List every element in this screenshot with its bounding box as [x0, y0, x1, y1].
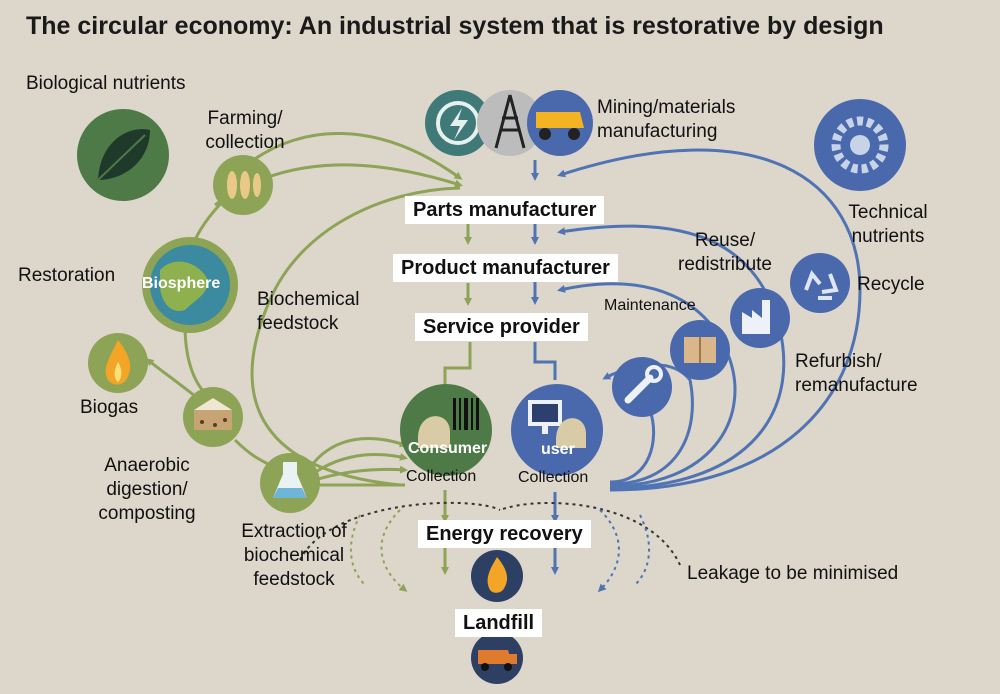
anaerobic-line2: digestion/: [106, 479, 188, 500]
mining-truck-icon: [527, 90, 593, 156]
biochemical-feedstock-line2: feedstock: [257, 313, 339, 334]
gear-icon: [814, 99, 906, 191]
product-manufacturer-box: Product manufacturer: [393, 254, 618, 282]
biochemical-feedstock-label: Biochemical feedstock: [257, 288, 359, 336]
leakage-arcs: [299, 501, 681, 593]
biological-heading: Biological nutrients: [26, 73, 186, 94]
reuse-line2: redistribute: [678, 254, 772, 275]
anaerobic-line3: composting: [98, 503, 196, 524]
technical-heading: Technical nutrients: [828, 201, 948, 249]
wrench-icon: [612, 357, 672, 417]
oil-derrick-icon: [477, 90, 543, 156]
boxes-icon: [670, 320, 730, 380]
grain-fish-icon: [213, 155, 273, 215]
user-label: user: [541, 441, 575, 458]
refurbish-line2: remanufacture: [795, 375, 918, 396]
compost-icon: [183, 387, 243, 447]
leaf-icon: [77, 109, 169, 201]
recycle-icon: [790, 253, 850, 313]
energy-recovery-box: Energy recovery: [418, 520, 591, 548]
globe-icon: [142, 237, 238, 333]
barcode-icon: [453, 398, 479, 430]
farming-label-line1: Farming/: [207, 108, 283, 129]
anaerobic-label: Anaerobic digestion/ composting: [82, 454, 212, 526]
monitor-icon: [528, 400, 562, 434]
refurbish-label: Refurbish/ remanufacture: [795, 350, 918, 398]
consumer-circle: [400, 384, 492, 476]
farming-label: Farming/ collection: [185, 107, 305, 155]
mining-line1: Mining/materials: [597, 97, 736, 118]
collection-consumer-label: Collection: [406, 468, 477, 485]
factory-icon: [730, 288, 790, 348]
user-circle: [511, 384, 603, 476]
dump-truck-icon: [471, 632, 523, 684]
refurbish-line1: Refurbish/: [795, 351, 882, 372]
restoration-label: Restoration: [18, 265, 116, 286]
energy-flame-icon: [471, 550, 523, 602]
reuse-line1: Reuse/: [694, 230, 756, 251]
mining-line2: manufacturing: [597, 121, 718, 142]
recycle-label: Recycle: [857, 274, 925, 295]
biogas-label: Biogas: [80, 397, 139, 418]
farming-label-line2: collection: [205, 132, 285, 153]
technical-heading-line2: nutrients: [851, 226, 925, 247]
maintenance-label: Maintenance: [604, 297, 696, 314]
consumer-label: Consumer: [408, 440, 488, 457]
extraction-line3: feedstock: [253, 569, 335, 590]
anaerobic-line1: Anaerobic: [104, 455, 190, 476]
extraction-line2: biochemical: [243, 545, 345, 566]
mining-label: Mining/materials manufacturing: [597, 96, 735, 144]
biosphere-label: Biosphere: [142, 275, 221, 292]
biochemical-feedstock-line1: Biochemical: [257, 289, 360, 310]
leakage-label: Leakage to be minimised: [687, 563, 899, 584]
service-provider-box: Service provider: [415, 313, 588, 341]
collection-user-label: Collection: [518, 469, 589, 486]
extraction-line1: Extraction of: [241, 521, 347, 542]
landfill-box: Landfill: [455, 609, 543, 637]
parts-manufacturer-box: Parts manufacturer: [405, 196, 605, 224]
reuse-label: Reuse/ redistribute: [665, 229, 785, 277]
extraction-label: Extraction of biochemical feedstock: [224, 520, 364, 592]
flame-icon: [88, 333, 148, 393]
flask-icon: [260, 453, 320, 513]
technical-heading-line1: Technical: [848, 202, 928, 223]
diagram-title: The circular economy: An industrial syst…: [26, 12, 884, 40]
